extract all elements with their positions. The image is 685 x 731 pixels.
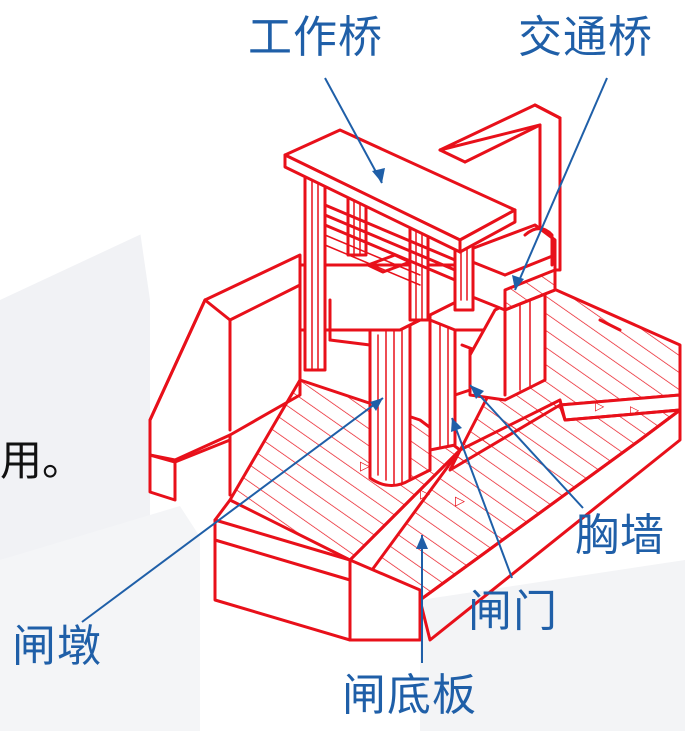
label-floor-slab: 闸底板 (342, 670, 477, 721)
label-traffic-bridge: 交通桥 (518, 12, 653, 63)
label-work-bridge: 工作桥 (248, 12, 383, 63)
arrow-traffic-bridge (512, 275, 524, 290)
svg-text:▷: ▷ (455, 494, 465, 509)
arrow-breast-wall (470, 385, 484, 399)
leader-gate (451, 417, 513, 579)
arrow-work-bridge (372, 168, 385, 183)
arrow-pier (370, 398, 383, 411)
leader-pier (81, 397, 384, 623)
svg-text:▷: ▷ (420, 487, 430, 502)
leader-lines (81, 77, 608, 663)
cut-off-body-text: 用。 (0, 436, 85, 485)
leader-breast-wall (469, 384, 584, 509)
svg-text:▷: ▷ (595, 399, 605, 413)
leader-work-bridge (324, 77, 383, 184)
label-gate: 闸门 (468, 586, 558, 637)
label-pier: 闸墩 (12, 621, 102, 672)
leader-traffic-bridge (514, 77, 608, 291)
left-wing-wall (148, 253, 302, 502)
label-breast-wall: 胸墙 (575, 510, 665, 561)
svg-text:▷: ▷ (630, 403, 640, 417)
work-bridge-deck (283, 128, 517, 254)
arrow-floor-slab (416, 535, 428, 549)
svg-text:▷: ▷ (360, 459, 370, 474)
leader-arrows (370, 168, 524, 549)
arrow-gate (451, 418, 462, 432)
